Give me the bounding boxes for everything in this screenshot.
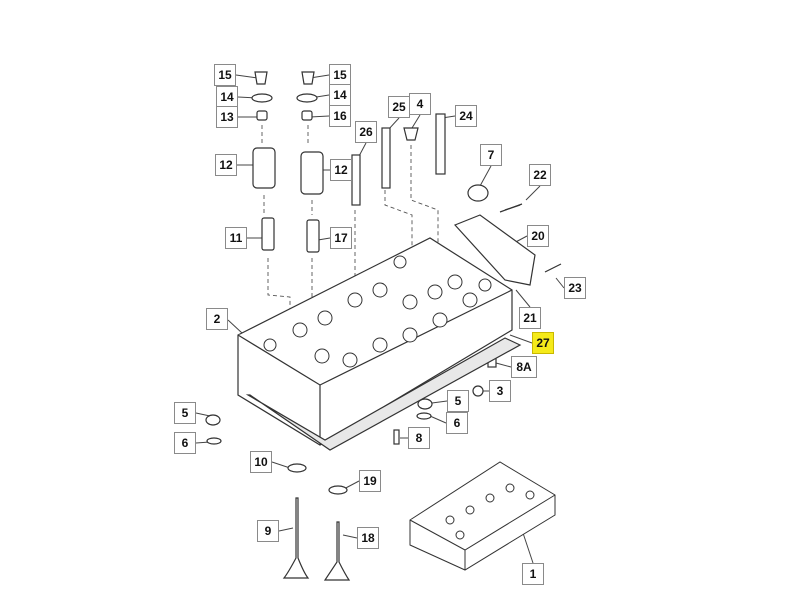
- callout-7[interactable]: 7: [480, 144, 502, 166]
- callout-10[interactable]: 10: [250, 451, 272, 473]
- callout-19[interactable]: 19: [359, 470, 381, 492]
- callout-5[interactable]: 5: [174, 402, 196, 424]
- callout-3[interactable]: 3: [489, 380, 511, 402]
- callout-17[interactable]: 17: [330, 227, 352, 249]
- callout-22[interactable]: 22: [529, 164, 551, 186]
- callout-20[interactable]: 20: [527, 225, 549, 247]
- callout-6[interactable]: 6: [174, 432, 196, 454]
- callout-14[interactable]: 14: [329, 84, 351, 106]
- callout-1[interactable]: 1: [522, 563, 544, 585]
- callout-5[interactable]: 5: [447, 390, 469, 412]
- callout-16[interactable]: 16: [329, 105, 351, 127]
- callout-2[interactable]: 2: [206, 308, 228, 330]
- callout-11[interactable]: 11: [225, 227, 247, 249]
- callout-24[interactable]: 24: [455, 105, 477, 127]
- callout-12[interactable]: 12: [215, 154, 237, 176]
- callout-21[interactable]: 21: [519, 307, 541, 329]
- callout-27[interactable]: 27: [532, 332, 554, 354]
- callout-18[interactable]: 18: [357, 527, 379, 549]
- callout-23[interactable]: 23: [564, 277, 586, 299]
- callout-13[interactable]: 13: [216, 106, 238, 128]
- callout-8[interactable]: 8: [408, 427, 430, 449]
- callout-6[interactable]: 6: [446, 412, 468, 434]
- callout-26[interactable]: 26: [355, 121, 377, 143]
- callout-9[interactable]: 9: [257, 520, 279, 542]
- callout-15[interactable]: 15: [214, 64, 236, 86]
- callout-4[interactable]: 4: [409, 93, 431, 115]
- callout-12[interactable]: 12: [330, 159, 352, 181]
- callout-8a[interactable]: 8A: [511, 356, 537, 378]
- callout-15[interactable]: 15: [329, 64, 351, 86]
- callout-14[interactable]: 14: [216, 86, 238, 108]
- callout-25[interactable]: 25: [388, 96, 410, 118]
